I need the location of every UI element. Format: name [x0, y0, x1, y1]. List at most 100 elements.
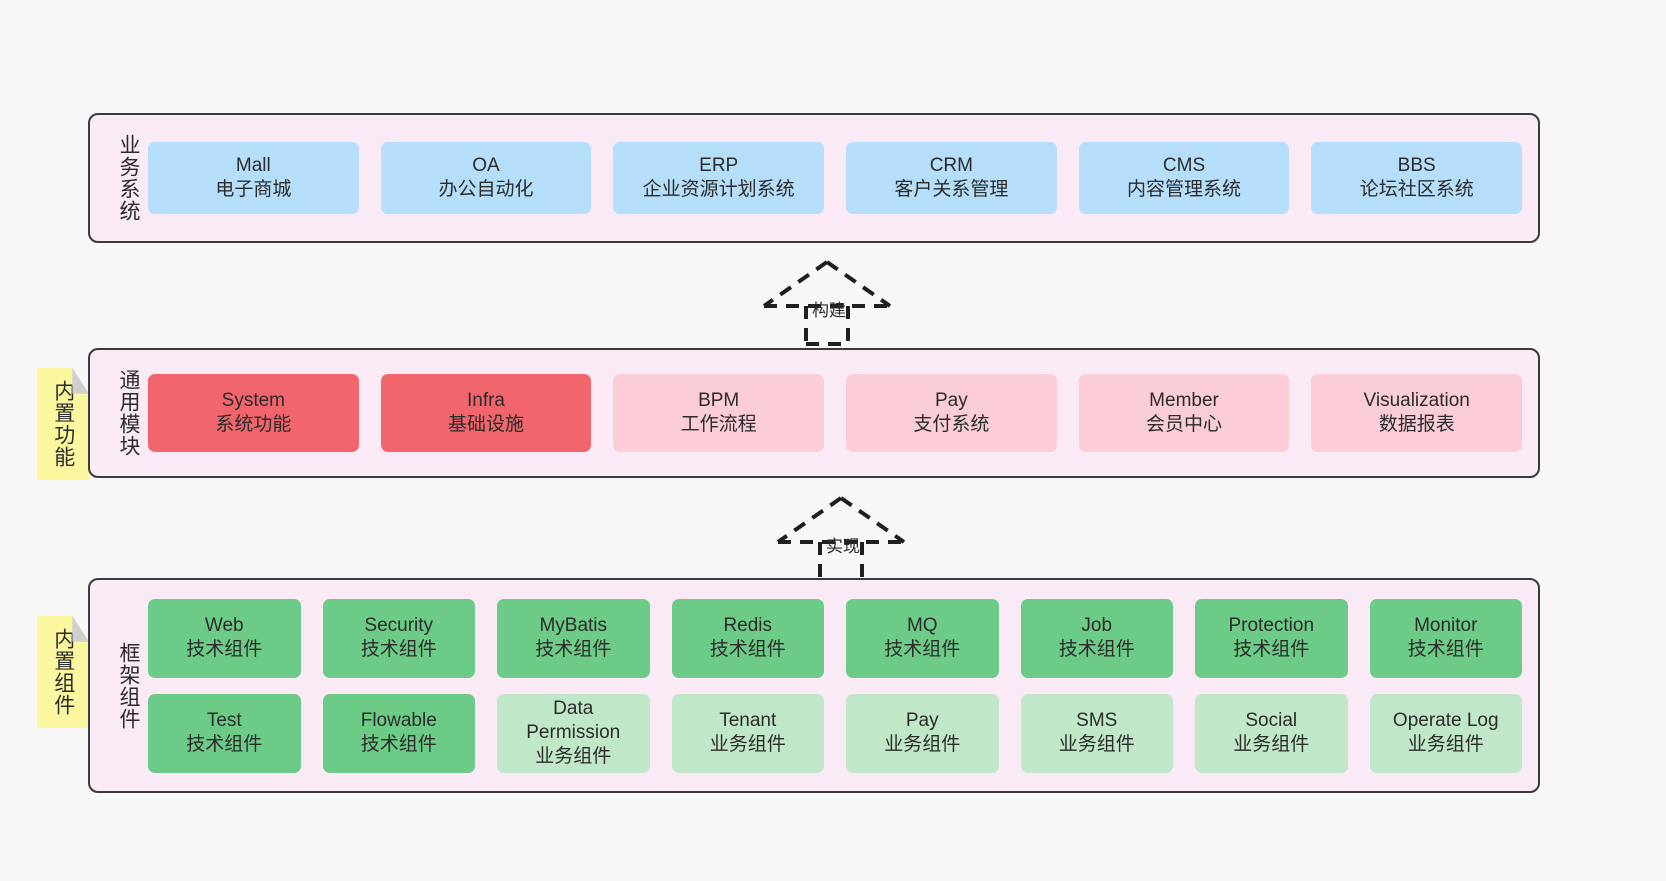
module-oa-name: OA	[472, 155, 500, 177]
component-job[interactable]: Job 技术组件	[1020, 598, 1173, 678]
component-tenant-desc: 业务组件	[709, 734, 786, 755]
component-operate-log[interactable]: Operate Log 业务组件	[1369, 693, 1522, 773]
module-crm-name: CRM	[929, 155, 973, 177]
module-bpm-name: BPM	[698, 390, 740, 412]
component-social-name: Social	[1245, 710, 1298, 732]
component-redis-desc: 技术组件	[709, 639, 786, 660]
component-flowable[interactable]: Flowable 技术组件	[322, 693, 475, 773]
component-web-name: Web	[204, 615, 244, 637]
module-erp[interactable]: ERP 企业资源计划系统	[613, 142, 825, 214]
module-system-desc: 系统功能	[215, 414, 292, 435]
module-erp-name: ERP	[699, 155, 739, 177]
module-mall-name: Mall	[235, 155, 271, 177]
component-redis[interactable]: Redis 技术组件	[671, 598, 824, 678]
connector-implement-label: 实现	[826, 537, 860, 556]
component-mybatis[interactable]: MyBatis 技术组件	[497, 598, 650, 678]
component-monitor-name: Monitor	[1414, 615, 1478, 637]
module-pay-desc: 支付系统	[913, 414, 990, 435]
module-pay-name: Pay	[934, 390, 968, 412]
connector-implement: 实现	[766, 494, 916, 582]
module-system[interactable]: System 系统功能	[148, 374, 359, 452]
component-tenant-name: Tenant	[719, 710, 777, 732]
layer-title-business-systems: 业务系统	[117, 134, 140, 222]
module-member-desc: 会员中心	[1146, 414, 1223, 435]
component-tenant[interactable]: Tenant 业务组件	[671, 693, 824, 773]
module-bpm[interactable]: BPM 工作流程	[613, 374, 825, 452]
module-visualization[interactable]: Visualization 数据报表	[1311, 374, 1523, 452]
layer-body-framework-components: Web 技术组件 Security 技术组件 MyBatis 技术组件 Redi…	[140, 598, 1538, 773]
module-bbs-name: BBS	[1397, 155, 1436, 177]
module-visualization-name: Visualization	[1363, 390, 1470, 412]
connector-build-arrow-icon	[762, 260, 892, 346]
module-crm-desc: 客户关系管理	[894, 179, 1009, 200]
component-sms[interactable]: SMS 业务组件	[1020, 693, 1173, 773]
component-mybatis-desc: 技术组件	[535, 639, 612, 660]
component-data-permission[interactable]: Data Permission 业务组件	[497, 693, 650, 773]
module-cms[interactable]: CMS 内容管理系统	[1078, 142, 1290, 214]
component-mq-desc: 技术组件	[884, 639, 961, 660]
module-pay[interactable]: Pay 支付系统	[846, 374, 1057, 452]
module-infra[interactable]: Infra 基础设施	[380, 374, 592, 452]
component-security[interactable]: Security 技术组件	[322, 598, 475, 678]
component-monitor[interactable]: Monitor 技术组件	[1369, 598, 1522, 678]
component-test-name: Test	[206, 710, 242, 732]
module-oa[interactable]: OA 办公自动化	[380, 142, 592, 214]
component-data-permission-desc: 业务组件	[535, 745, 612, 767]
component-sms-name: SMS	[1076, 710, 1118, 732]
layer-common-modules: 通用模块 System 系统功能 Infra 基础设施 BPM 工作流程 Pay…	[88, 348, 1540, 478]
note-builtin-features-label: 内置功能	[51, 380, 75, 468]
module-crm[interactable]: CRM 客户关系管理	[846, 142, 1057, 214]
component-pay-desc: 业务组件	[884, 734, 961, 755]
module-system-name: System	[221, 390, 286, 412]
component-monitor-desc: 技术组件	[1407, 639, 1484, 660]
component-flowable-desc: 技术组件	[360, 734, 437, 755]
component-web-desc: 技术组件	[186, 639, 263, 660]
component-social[interactable]: Social 业务组件	[1195, 693, 1348, 773]
row-framework-business: Test 技术组件 Flowable 技术组件 Data Permission …	[148, 693, 1522, 773]
component-mybatis-name: MyBatis	[539, 615, 608, 637]
note-builtin-components-label: 内置组件	[51, 628, 75, 716]
layer-business-systems: 业务系统 Mall 电子商城 OA 办公自动化 ERP 企业资源计划系统 CRM…	[88, 113, 1540, 243]
component-flowable-name: Flowable	[360, 710, 437, 732]
component-social-desc: 业务组件	[1233, 734, 1310, 755]
component-pay-name: Pay	[905, 710, 939, 732]
module-cms-name: CMS	[1162, 155, 1206, 177]
module-oa-desc: 办公自动化	[438, 179, 534, 200]
note-builtin-components: 内置组件	[37, 616, 89, 728]
component-operate-log-name: Operate Log	[1392, 710, 1499, 732]
component-job-desc: 技术组件	[1058, 639, 1135, 660]
layer-title-framework-components: 框架组件	[117, 641, 140, 730]
component-pay[interactable]: Pay 业务组件	[846, 693, 999, 773]
module-bbs-desc: 论坛社区系统	[1359, 179, 1474, 200]
row-framework-tech: Web 技术组件 Security 技术组件 MyBatis 技术组件 Redi…	[148, 598, 1522, 678]
component-test-desc: 技术组件	[186, 734, 263, 755]
connector-build-label: 构建	[812, 301, 846, 320]
component-mq-name: MQ	[906, 615, 938, 637]
module-erp-desc: 企业资源计划系统	[642, 179, 795, 200]
module-mall[interactable]: Mall 电子商城	[148, 142, 359, 214]
component-mq[interactable]: MQ 技术组件	[846, 598, 999, 678]
component-protection[interactable]: Protection 技术组件	[1195, 598, 1348, 678]
component-job-name: Job	[1081, 615, 1113, 637]
component-test[interactable]: Test 技术组件	[148, 693, 301, 773]
note-builtin-features: 内置功能	[37, 368, 89, 480]
layer-body-business-systems: Mall 电子商城 OA 办公自动化 ERP 企业资源计划系统 CRM 客户关系…	[140, 142, 1538, 214]
component-security-desc: 技术组件	[360, 639, 437, 660]
module-mall-desc: 电子商城	[215, 179, 292, 200]
module-bbs[interactable]: BBS 论坛社区系统	[1311, 142, 1523, 214]
module-infra-desc: 基础设施	[448, 414, 525, 435]
component-sms-desc: 业务组件	[1058, 734, 1135, 755]
component-operate-log-desc: 业务组件	[1407, 734, 1484, 755]
component-redis-name: Redis	[723, 615, 773, 637]
module-visualization-desc: 数据报表	[1378, 414, 1455, 435]
component-web[interactable]: Web 技术组件	[148, 598, 301, 678]
module-bpm-desc: 工作流程	[680, 414, 757, 435]
module-cms-desc: 内容管理系统	[1127, 179, 1242, 200]
component-security-name: Security	[364, 615, 434, 637]
layer-framework-components: 框架组件 Web 技术组件 Security 技术组件 MyBatis 技术组件…	[88, 578, 1540, 793]
row-business-systems: Mall 电子商城 OA 办公自动化 ERP 企业资源计划系统 CRM 客户关系…	[148, 142, 1523, 214]
component-protection-name: Protection	[1228, 615, 1315, 637]
module-member[interactable]: Member 会员中心	[1078, 374, 1290, 452]
component-protection-desc: 技术组件	[1233, 639, 1310, 660]
